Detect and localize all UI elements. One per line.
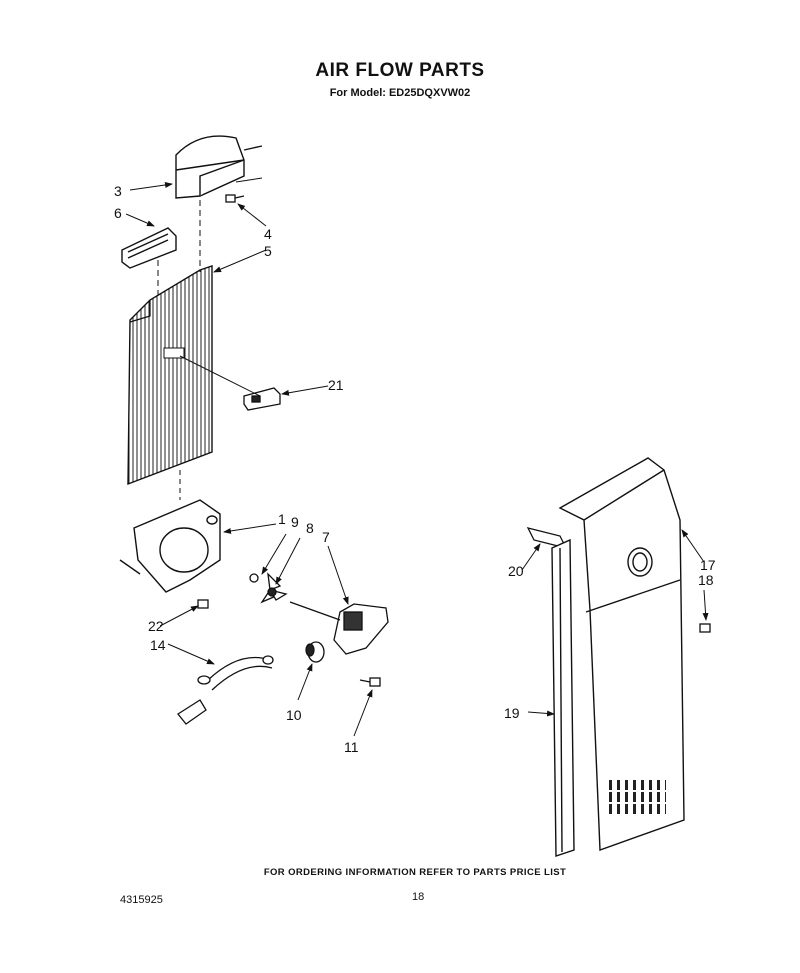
callout-14: 14 xyxy=(150,637,166,653)
grommet-part xyxy=(305,641,325,663)
screw-part-4 xyxy=(225,194,245,203)
callout-18: 18 xyxy=(698,572,714,588)
page-title: AIR FLOW PARTS xyxy=(315,60,485,81)
leader-line xyxy=(179,355,261,397)
document-part-number: 4315925 xyxy=(120,894,163,906)
leader-arrows xyxy=(125,182,709,737)
screw-part-18 xyxy=(699,623,711,633)
callout-8: 8 xyxy=(306,520,314,536)
callout-4: 4 xyxy=(264,226,272,242)
duct-cover-part xyxy=(175,135,263,199)
callout-17: 17 xyxy=(700,557,716,573)
callout-1: 1 xyxy=(278,511,286,527)
rear-panel-part xyxy=(558,457,685,851)
callout-11: 11 xyxy=(344,739,359,755)
model-subtitle: For Model: ED25DQXVW02 xyxy=(329,87,471,99)
screw-part-22 xyxy=(197,599,209,609)
screw-part-11 xyxy=(359,677,381,687)
leader-line xyxy=(235,177,263,183)
fan-shroud-part xyxy=(119,499,221,593)
callout-21: 21 xyxy=(328,377,344,393)
callout-9: 9 xyxy=(291,514,299,530)
callout-3: 3 xyxy=(114,183,122,199)
wire-harness-part xyxy=(177,655,274,725)
grille-insert-part xyxy=(121,227,177,269)
callout-10: 10 xyxy=(286,707,302,723)
evaporator-cover-panel xyxy=(127,200,213,500)
callout-5: 5 xyxy=(264,243,272,259)
callout-6: 6 xyxy=(114,205,122,221)
bracket-part-21 xyxy=(243,387,281,411)
page-number: 18 xyxy=(412,891,425,903)
ordering-note: FOR ORDERING INFORMATION REFER TO PARTS … xyxy=(263,867,567,878)
fan-blade-part xyxy=(249,572,288,604)
callout-22: 22 xyxy=(148,618,164,634)
callout-labels: 3 6 4 5 21 1 9 8 7 22 14 10 11 20 17 18 … xyxy=(114,183,716,755)
fan-motor-part xyxy=(289,601,389,655)
callout-19: 19 xyxy=(504,705,520,721)
side-liner-part xyxy=(551,538,575,857)
callout-7: 7 xyxy=(322,529,330,545)
callout-20: 20 xyxy=(508,563,524,579)
